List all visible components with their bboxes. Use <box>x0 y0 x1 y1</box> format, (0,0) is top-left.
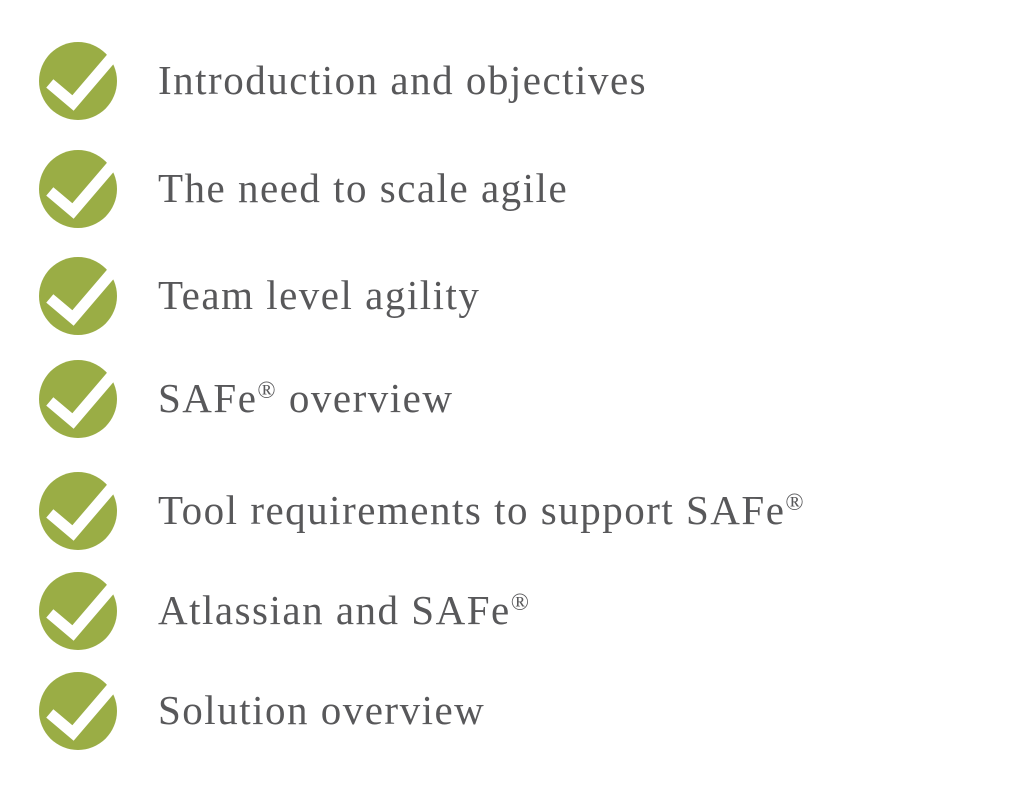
registered-mark: ® <box>785 490 806 516</box>
checklist-item: Introduction and objectives <box>38 38 647 122</box>
check-circle-icon <box>39 42 120 120</box>
check-circle-icon <box>39 472 120 550</box>
check-circle-icon <box>39 672 120 750</box>
checklist-item-label: SAFe® overview <box>158 375 454 421</box>
registered-mark: ® <box>510 590 531 616</box>
check-circle-icon <box>39 257 120 335</box>
check-circle-icon <box>39 150 120 228</box>
registered-mark: ® <box>257 378 278 404</box>
checklist-item: Atlassian and SAFe® <box>38 568 530 652</box>
checklist-item-label: Atlassian and SAFe® <box>158 587 531 633</box>
checklist-item: Tool requirements to support SAFe® <box>38 468 805 552</box>
checklist-item-label: Solution overview <box>158 687 486 733</box>
checklist-item-label: Team level agility <box>158 272 481 318</box>
checklist-item: Solution overview <box>38 668 485 752</box>
check-circle-icon <box>39 572 120 650</box>
checklist-item-label: The need to scale agile <box>158 165 569 211</box>
checklist-item: The need to scale agile <box>38 146 568 230</box>
checklist-item-label: Tool requirements to support SAFe® <box>158 487 806 533</box>
checklist-item: Team level agility <box>38 253 480 337</box>
checklist-item-label: Introduction and objectives <box>158 57 648 103</box>
checklist-item: SAFe® overview <box>38 356 453 440</box>
check-circle-icon <box>39 360 120 438</box>
